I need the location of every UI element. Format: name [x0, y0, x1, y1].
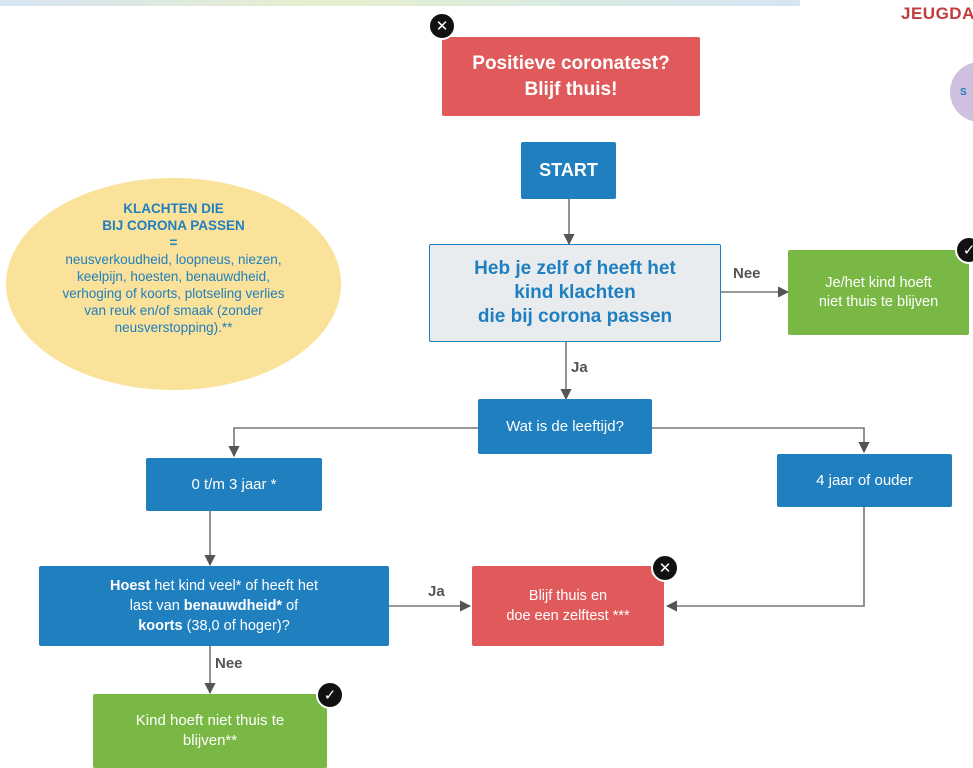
no-stay-line2: niet thuis te blijven — [818, 293, 939, 310]
stay-home-line1: Blijf thuis en — [528, 588, 608, 604]
question-line1: Heb je zelf of heeft het — [474, 258, 676, 279]
check-icon: ✓ — [316, 681, 344, 709]
arrow-age-older — [652, 427, 870, 454]
label-nee-cough: Nee — [215, 655, 243, 672]
cough-line3: koorts (38,0 of hoger)? — [138, 616, 290, 636]
label-ja-question: Ja — [571, 359, 588, 376]
label-ja-cough: Ja — [428, 583, 445, 600]
age-4-plus-box: 4 jaar of ouder — [777, 454, 952, 507]
positive-test-line2: Blijf thuis! — [524, 78, 618, 100]
cough-text-2b: of — [282, 598, 299, 614]
oval-line4: van reuk en/of smaak (zonder — [84, 303, 263, 318]
cough-text-1: het kind veel* of heeft het — [150, 578, 318, 594]
check-icon: ✓ — [955, 236, 973, 264]
arrow-older-stay — [665, 507, 865, 612]
question-line2: kind klachten — [514, 282, 636, 303]
corner-title: JEUGDA — [901, 4, 973, 23]
start-box: START — [521, 142, 616, 199]
stay-home-line2: doe een zelftest *** — [506, 608, 630, 624]
cough-bold-1: Hoest — [110, 578, 151, 594]
oval-line1: neusverkoudheid, loopneus, niezen, — [65, 252, 282, 267]
cough-question-box: Hoest het kind veel* of heeft het last v… — [39, 566, 389, 646]
corner-circle: S — [950, 62, 973, 122]
cough-text-2: last van — [129, 598, 184, 614]
oval-line2: keelpijn, hoesten, benauwdheid, — [77, 269, 270, 284]
top-banner-strip — [0, 0, 800, 6]
age-0-3-box: 0 t/m 3 jaar * — [146, 458, 322, 511]
cough-text-3: (38,0 of hoger)? — [182, 618, 290, 634]
arrow-age-young — [228, 427, 478, 458]
cough-bold-2: benauwdheid* — [183, 598, 283, 614]
positive-test-line1: Positieve coronatest? — [472, 52, 670, 74]
oval-equals: = — [169, 235, 178, 250]
oval-title2: BIJ CORONA PASSEN — [102, 218, 245, 233]
child-ok-line2: blijven** — [182, 732, 238, 749]
oval-title1: KLACHTEN DIE — [123, 201, 224, 216]
close-icon: ✕ — [651, 554, 679, 582]
age-label: Wat is de leeftijd? — [506, 418, 624, 435]
child-no-stay-box: Kind hoeft niet thuis te blijven** — [93, 694, 327, 768]
age-question-box: Wat is de leeftijd? — [478, 399, 652, 454]
cough-bold-3: koorts — [138, 618, 183, 634]
positive-test-box: Positieve coronatest? Blijf thuis! — [442, 37, 700, 116]
cough-line1: Hoest het kind veel* of heeft het — [110, 576, 318, 596]
symptoms-question-box: Heb je zelf of heeft het kind klachten d… — [429, 244, 721, 342]
child-ok-line1: Kind hoeft niet thuis te — [135, 712, 285, 729]
young-label: 0 t/m 3 jaar * — [191, 476, 277, 493]
no-stay-home-box: Je/het kind hoeft niet thuis te blijven — [788, 250, 969, 335]
stay-home-test-box: Blijf thuis en doe een zelftest *** — [472, 566, 664, 646]
older-label: 4 jaar of ouder — [816, 472, 913, 489]
no-stay-line1: Je/het kind hoeft — [825, 274, 932, 291]
symptoms-info-oval: KLACHTEN DIE BIJ CORONA PASSEN = neusver… — [6, 178, 341, 390]
label-nee-question: Nee — [733, 265, 761, 282]
start-label: START — [539, 160, 598, 180]
close-icon: ✕ — [428, 12, 456, 40]
cough-line2: last van benauwdheid* of — [130, 596, 298, 616]
oval-line5: neusverstopping).** — [114, 320, 233, 335]
oval-line3: verhoging of koorts, plotseling verlies — [62, 286, 285, 301]
corner-circle-text: S — [960, 86, 967, 98]
question-line3: die bij corona passen — [477, 306, 673, 327]
